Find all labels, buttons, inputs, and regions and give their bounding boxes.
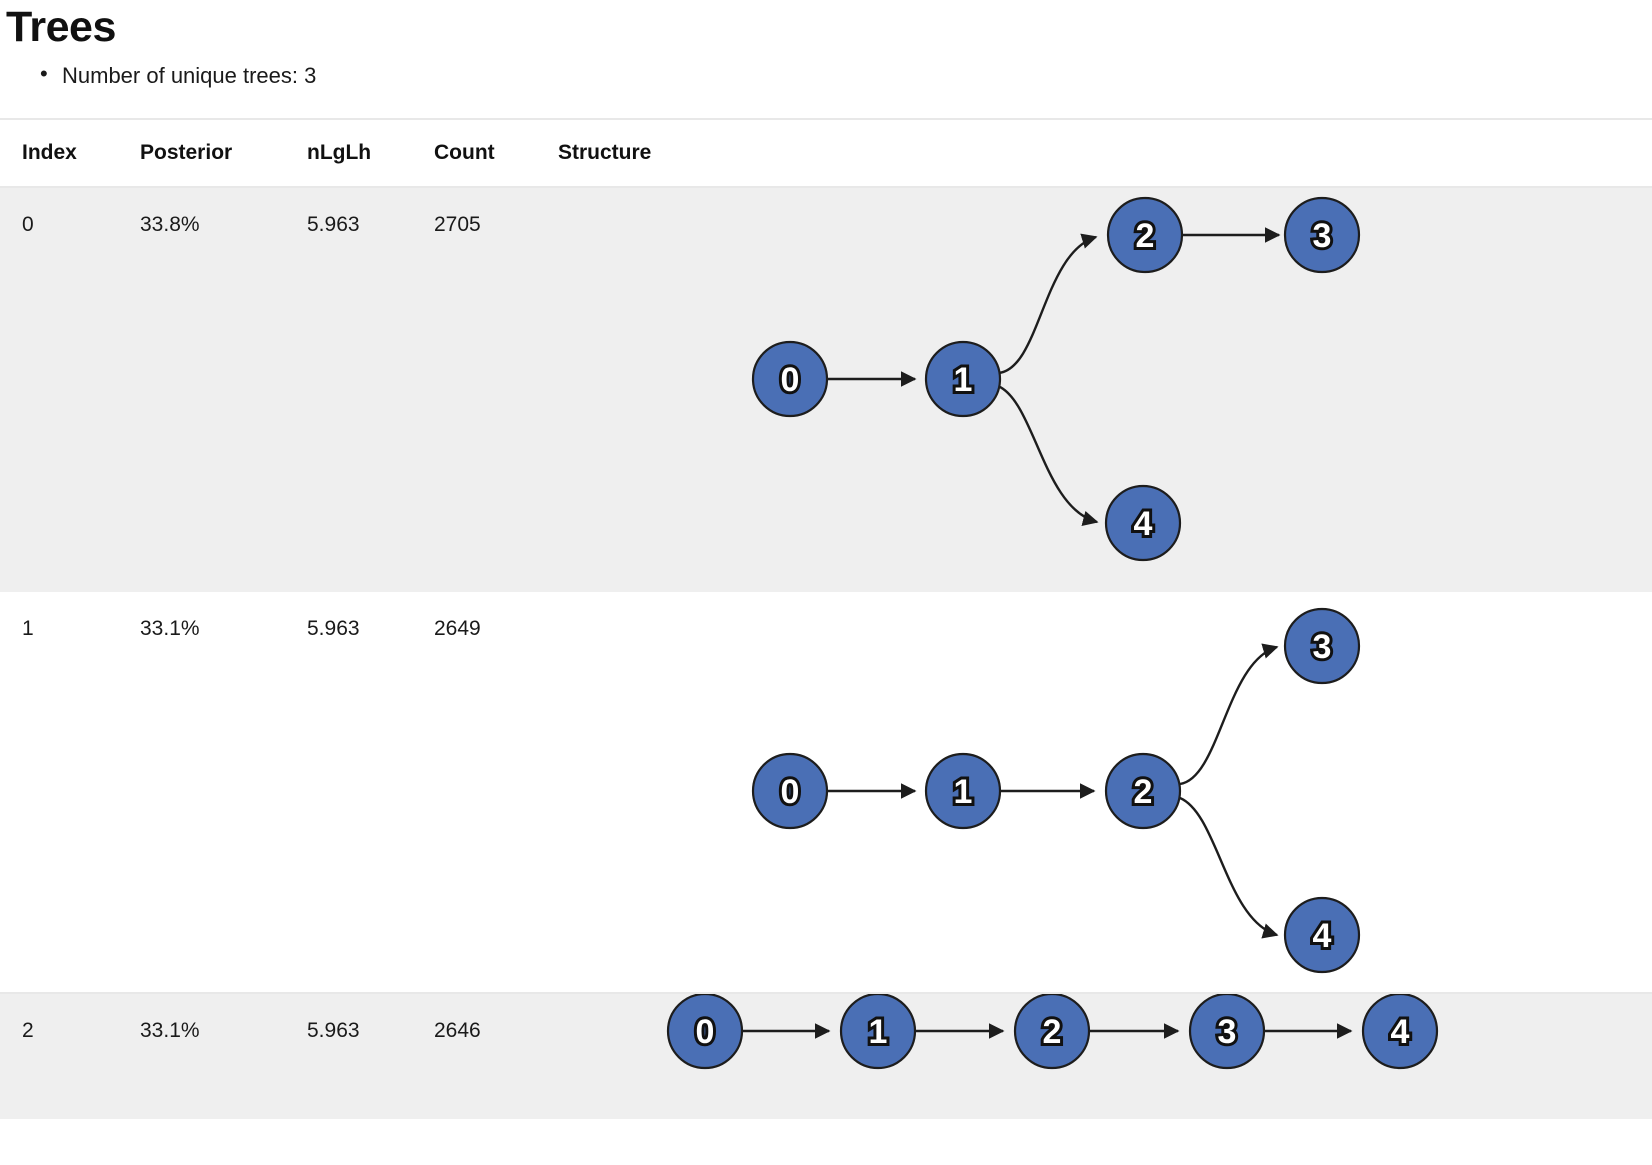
cell-index: 2 xyxy=(22,1019,34,1043)
tree-node-label: 4 xyxy=(1313,917,1332,955)
cell-nlglh: 5.963 xyxy=(307,617,360,641)
tree-node-label: 1 xyxy=(954,773,973,811)
tree-node-label: 2 xyxy=(1134,773,1153,811)
tree-node-0[interactable]: 0 xyxy=(751,341,829,418)
column-header-structure: Structure xyxy=(558,141,652,165)
cell-posterior: 33.1% xyxy=(140,617,200,641)
cell-count: 2705 xyxy=(434,213,481,237)
tree-node-label: 2 xyxy=(1043,1013,1062,1051)
table-header-row: Index Posterior nLgLh Count Structure xyxy=(0,118,1652,189)
table-row[interactable]: 1 33.1% 5.963 2649 0 xyxy=(0,592,1652,993)
cell-count: 2646 xyxy=(434,1019,481,1043)
tree-node-2[interactable]: 2 xyxy=(1013,994,1091,1070)
tree-node-1[interactable]: 1 xyxy=(839,994,917,1070)
tree-node-2[interactable]: 2 xyxy=(1104,753,1182,830)
tree-node-label: 1 xyxy=(954,361,973,399)
tree-node-label: 2 xyxy=(1136,217,1155,255)
summary-list: Number of unique trees: 3 xyxy=(0,61,1652,89)
tree-node-2[interactable]: 2 xyxy=(1106,197,1184,274)
tree-graph-0: 0 1 2 3 4 xyxy=(751,197,1361,562)
cell-structure: 0 1 2 3 4 xyxy=(0,188,1652,592)
table-row[interactable]: 2 33.1% 5.963 2646 0 xyxy=(0,992,1652,1120)
tree-node-3[interactable]: 3 xyxy=(1283,197,1361,274)
edge-1-4 xyxy=(997,385,1099,527)
tree-node-label: 3 xyxy=(1313,217,1332,255)
cell-nlglh: 5.963 xyxy=(307,1019,360,1043)
edge-2-4 xyxy=(1179,797,1279,939)
tree-node-0[interactable]: 0 xyxy=(666,994,744,1070)
cell-count: 2649 xyxy=(434,617,481,641)
tree-node-label: 3 xyxy=(1218,1013,1237,1051)
tree-node-label: 0 xyxy=(781,361,800,399)
cell-index: 0 xyxy=(22,213,34,237)
tree-node-label: 4 xyxy=(1391,1013,1410,1051)
edge-2-3 xyxy=(1179,643,1279,786)
tree-node-label: 0 xyxy=(781,773,800,811)
tree-node-4[interactable]: 4 xyxy=(1104,485,1182,562)
cell-structure: 0 1 2 3 4 xyxy=(0,994,1652,1119)
table-row[interactable]: 0 33.8% 5.963 2705 0 xyxy=(0,188,1652,593)
tree-node-3[interactable]: 3 xyxy=(1188,994,1266,1070)
tree-node-label: 1 xyxy=(869,1013,888,1051)
tree-node-0[interactable]: 0 xyxy=(751,753,829,830)
cell-index: 1 xyxy=(22,617,34,641)
cell-posterior: 33.8% xyxy=(140,213,200,237)
column-header-count: Count xyxy=(434,141,495,165)
tree-node-1[interactable]: 1 xyxy=(924,341,1002,418)
page-title: Trees xyxy=(6,3,116,51)
column-header-nlglh: nLgLh xyxy=(307,141,372,165)
tree-node-label: 0 xyxy=(696,1013,715,1051)
column-header-posterior: Posterior xyxy=(140,141,233,165)
tree-graph-1: 0 1 2 3 4 xyxy=(751,608,1361,974)
list-item-unique-trees: Number of unique trees: 3 xyxy=(0,61,1652,89)
tree-node-3[interactable]: 3 xyxy=(1283,608,1361,685)
tree-node-label: 4 xyxy=(1134,505,1153,543)
cell-nlglh: 5.963 xyxy=(307,213,360,237)
edge-1-2 xyxy=(998,234,1098,375)
tree-graph-2: 0 1 2 3 4 xyxy=(666,994,1439,1070)
tree-node-4[interactable]: 4 xyxy=(1361,994,1439,1070)
tree-node-1[interactable]: 1 xyxy=(924,753,1002,830)
cell-structure: 0 1 2 3 4 xyxy=(0,592,1652,992)
tree-node-4[interactable]: 4 xyxy=(1283,897,1361,974)
cell-posterior: 33.1% xyxy=(140,1019,200,1043)
column-header-index: Index xyxy=(22,141,77,165)
tree-node-label: 3 xyxy=(1313,628,1332,666)
